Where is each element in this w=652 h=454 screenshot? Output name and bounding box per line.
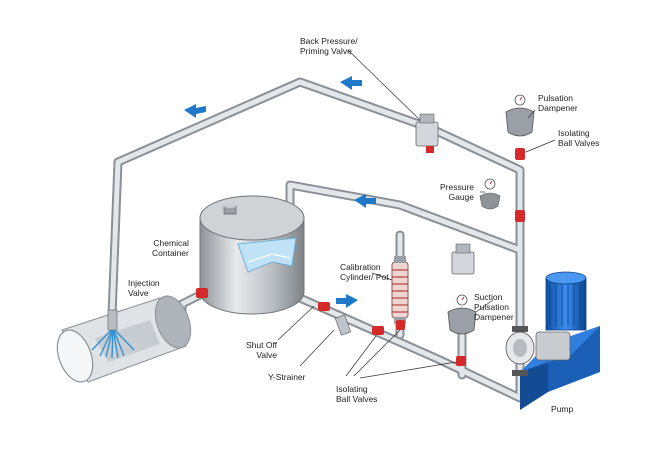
label-y-strainer: Y-Strainer — [268, 372, 305, 382]
leader-lines — [277, 49, 556, 379]
label-line: Valve — [128, 288, 149, 298]
label-calibration-cylinder: Calibration Cylinder/ Pot — [340, 262, 389, 282]
label-line: Pulsation — [538, 93, 573, 103]
isolating-ball-valve-upper — [515, 148, 525, 160]
label-line: Chemical — [153, 238, 189, 248]
pump — [505, 271, 600, 410]
flow-arrow-top-left — [184, 104, 206, 118]
label-line: Pulsation — [474, 302, 509, 312]
pulsation-dampener — [505, 94, 535, 137]
label-line: Dampener — [474, 312, 514, 322]
isolating-ball-valve-mid — [515, 210, 525, 222]
suction-pulsation-dampener — [447, 294, 477, 335]
flow-arrow-mid — [354, 194, 376, 208]
isolating-ball-valve-suction-2 — [372, 326, 384, 335]
label-pump: Pump — [551, 404, 573, 414]
label-line: Ball Valves — [558, 138, 600, 148]
label-isolating-ball-valves-bottom: Isolating Ball Valves — [336, 384, 377, 404]
label-line: Isolating — [336, 384, 368, 394]
label-line: Injection — [128, 278, 160, 288]
isolating-ball-valve-suction-1 — [318, 302, 330, 311]
label-pulsation-dampener: Pulsation Dampener — [538, 93, 578, 113]
relief-valve-block — [451, 243, 475, 275]
isolating-ball-valve-suction-3 — [396, 320, 405, 330]
label-line: Valve — [256, 350, 278, 360]
label-line: Ball Valves — [336, 394, 378, 404]
label-line: Isolating — [558, 128, 590, 138]
label-line: Priming Valve — [300, 46, 352, 56]
label-line: Suction — [474, 292, 503, 302]
label-line: Back Pressure/ — [300, 36, 358, 46]
shut-off-valve-red — [196, 288, 208, 298]
label-suction-pulsation-dampener: Suction Pulsation Dampener — [474, 292, 514, 322]
process-pipe — [56, 295, 192, 383]
label-shut-off-valve: Shut Off Valve — [246, 340, 277, 360]
y-strainer — [334, 314, 352, 336]
pressure-gauge — [479, 178, 501, 210]
label-injection-valve: Injection Valve — [128, 278, 160, 298]
label-back-pressure-valve: Back Pressure/ Priming Valve — [300, 36, 358, 56]
label-line: Pump — [551, 404, 574, 414]
flow-arrow-suction — [336, 294, 358, 308]
label-line: Gauge — [448, 192, 475, 202]
label-line: Shut Off — [246, 340, 278, 350]
isolating-ball-valve-suction-4 — [456, 356, 466, 366]
label-line: Pressure — [440, 182, 475, 192]
ball-valves — [196, 148, 525, 366]
label-line: Cylinder/ Pot — [340, 272, 389, 282]
calibration-cylinder — [391, 256, 409, 324]
label-isolating-ball-valves-top: Isolating Ball Valves — [558, 128, 599, 148]
chemical-container — [199, 195, 305, 315]
label-line: Container — [152, 248, 189, 258]
back-pressure-valve — [415, 113, 439, 153]
pipework — [107, 77, 525, 403]
label-line: Dampener — [538, 103, 578, 113]
flow-arrows — [184, 76, 376, 308]
label-chemical-container: Chemical Container — [152, 238, 189, 258]
label-line: Calibration — [340, 262, 381, 272]
flow-arrow-top-right — [340, 76, 362, 90]
label-line: Y-Strainer — [268, 372, 306, 382]
injection-spray — [91, 327, 135, 359]
label-pressure-gauge: Pressure Gauge — [440, 182, 474, 202]
